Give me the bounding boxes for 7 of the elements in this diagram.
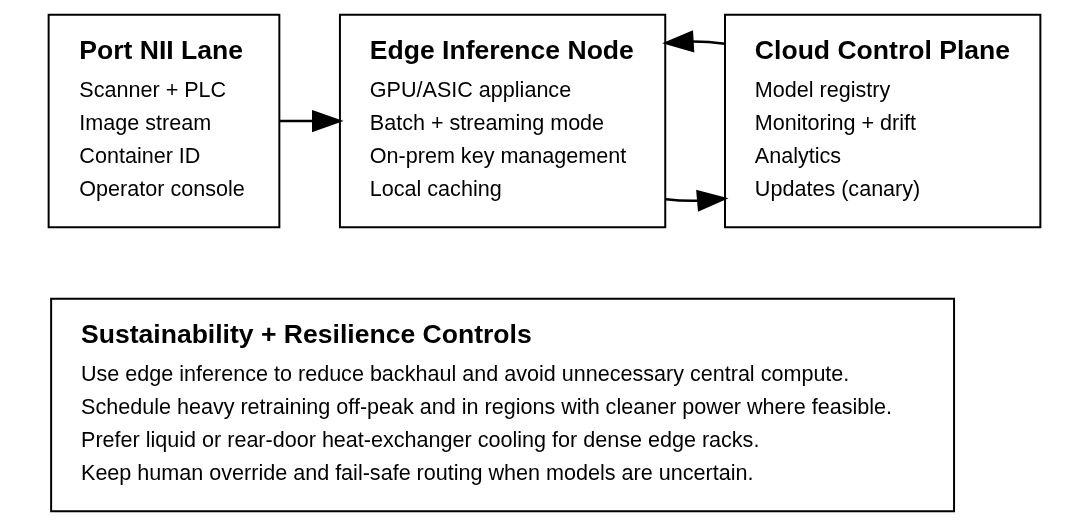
arrow bbox=[665, 189, 729, 212]
arrow bbox=[279, 110, 344, 133]
arrow bbox=[662, 30, 725, 53]
node-box: Edge Inference Node GPU/ASIC appliance Batch + streaming mode On-prem key management Local caching bbox=[338, 13, 667, 229]
node-box: Cloud Control Plane Model registry Monitoring + drift Analytics Updates (canary) bbox=[724, 13, 1042, 229]
node-box: Port NII Lane Scanner + PLC Image stream Container ID Operator console bbox=[47, 13, 281, 229]
node-box: Sustainability + Resilience Controls Use edge inference to reduce backhaul and avoid unnecessary central compute. Schedule heavy retraining off-peak and in regions with cleaner power where feasible. Prefer liquid or rear-door heat-exchanger cooling for dense edge racks. Keep human override and fail-safe routing when models are uncertain. bbox=[50, 297, 956, 513]
